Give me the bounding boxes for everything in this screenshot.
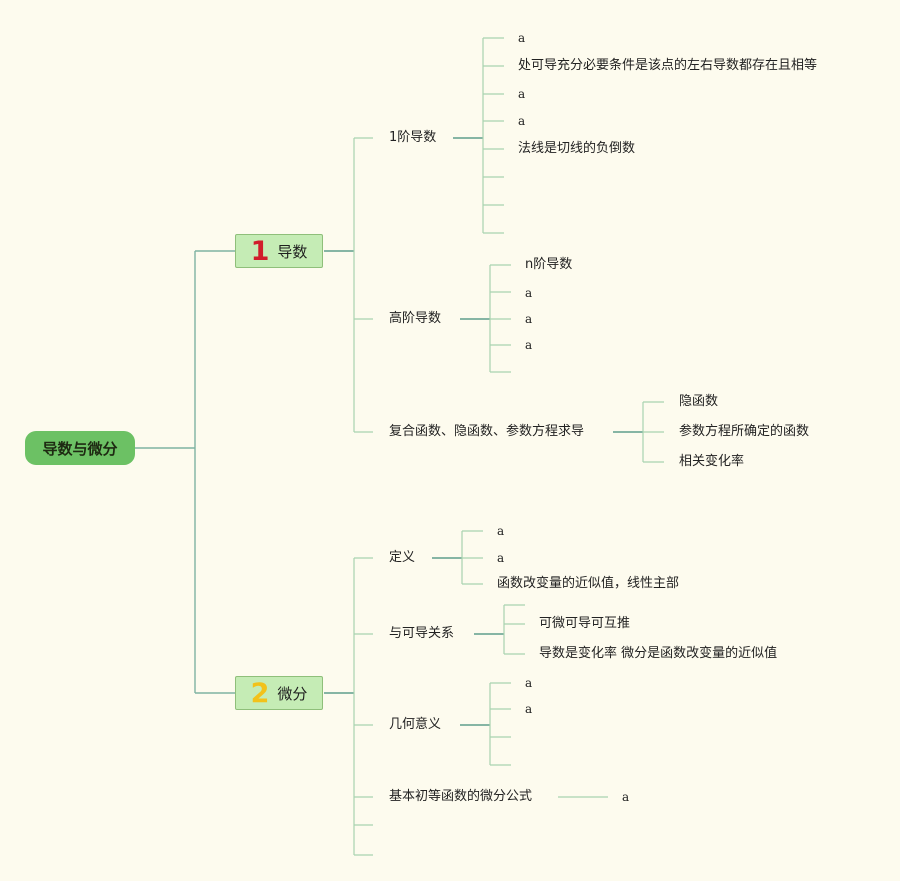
leaf-definition-2[interactable]: a bbox=[497, 551, 505, 565]
leaf-higher-order-4[interactable]: a bbox=[525, 338, 533, 352]
branch-label-derivative: 导数 bbox=[277, 242, 308, 261]
branch-number-1: 1 bbox=[250, 235, 270, 267]
leaf-higher-order-2[interactable]: a bbox=[525, 286, 533, 300]
leaf-definition-3[interactable]: 函数改变量的近似值，线性主部 bbox=[497, 576, 680, 591]
branch-derivative[interactable]: 1 导数 bbox=[235, 234, 323, 268]
root-label: 导数与微分 bbox=[42, 439, 118, 458]
root-node[interactable]: 导数与微分 bbox=[25, 431, 135, 465]
leaf-definition-1[interactable]: a bbox=[497, 524, 505, 538]
leaf-geometry-2[interactable]: a bbox=[525, 702, 533, 716]
node-composite-derivative[interactable]: 复合函数、隐函数、参数方程求导 bbox=[389, 424, 585, 439]
leaf-composite-1[interactable]: 隐函数 bbox=[679, 394, 719, 409]
leaf-first-order-5[interactable]: 法线是切线的负倒数 bbox=[518, 141, 636, 156]
branch-label-differential: 微分 bbox=[277, 684, 308, 703]
leaf-composite-3[interactable]: 相关变化率 bbox=[679, 454, 745, 469]
node-differential-relation[interactable]: 与可导关系 bbox=[389, 626, 455, 641]
node-differential-formula[interactable]: 基本初等函数的微分公式 bbox=[389, 789, 533, 804]
leaf-higher-order-3[interactable]: a bbox=[525, 312, 533, 326]
leaf-composite-2[interactable]: 参数方程所确定的函数 bbox=[679, 424, 810, 439]
leaf-formula-1[interactable]: a bbox=[622, 790, 630, 804]
node-differential-geometry[interactable]: 几何意义 bbox=[389, 717, 442, 732]
leaf-first-order-2[interactable]: 处可导充分必要条件是该点的左右导数都存在且相等 bbox=[518, 58, 818, 73]
node-differential-definition[interactable]: 定义 bbox=[389, 550, 416, 565]
leaf-first-order-3[interactable]: a bbox=[518, 87, 526, 101]
leaf-relation-1[interactable]: 可微可导可互推 bbox=[539, 616, 631, 631]
node-first-order-derivative[interactable]: 1阶导数 bbox=[389, 130, 437, 145]
branch-differential[interactable]: 2 微分 bbox=[235, 676, 323, 710]
leaf-first-order-1[interactable]: a bbox=[518, 31, 526, 45]
leaf-higher-order-1[interactable]: n阶导数 bbox=[525, 257, 573, 272]
branch-number-2: 2 bbox=[250, 677, 270, 709]
leaf-relation-2[interactable]: 导数是变化率 微分是函数改变量的近似值 bbox=[539, 646, 778, 661]
leaf-geometry-1[interactable]: a bbox=[525, 676, 533, 690]
leaf-first-order-4[interactable]: a bbox=[518, 114, 526, 128]
node-higher-order-derivative[interactable]: 高阶导数 bbox=[389, 311, 442, 326]
